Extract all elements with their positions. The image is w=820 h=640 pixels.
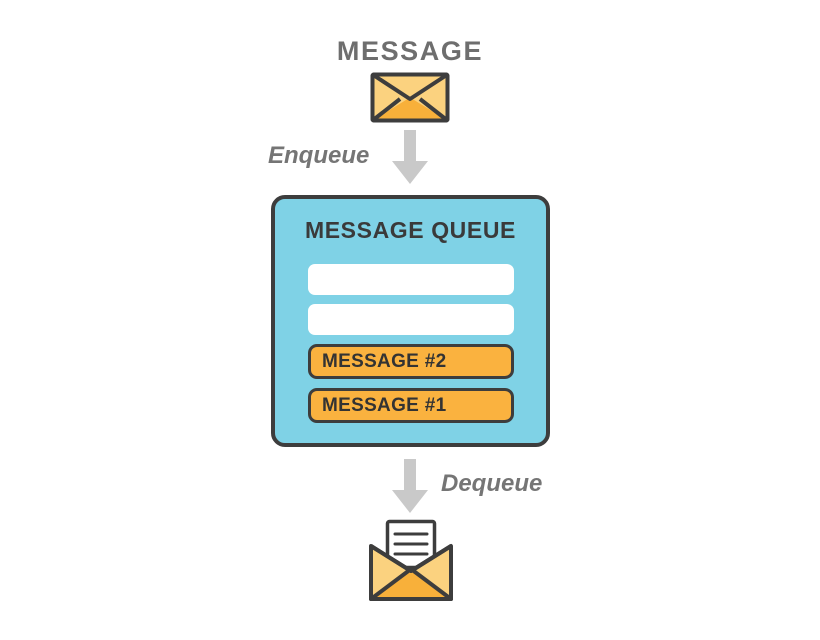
queue-slot-message-2[interactable]: MESSAGE #2	[308, 344, 514, 379]
down-arrow-icon-dequeue	[392, 459, 428, 513]
queue-slot-list: MESSAGE #2 MESSAGE #1	[308, 264, 514, 432]
queue-slot-label: MESSAGE #2	[322, 350, 447, 372]
down-arrow-icon-enqueue	[392, 130, 428, 184]
message-queue-box: MESSAGE QUEUE MESSAGE #2 MESSAGE #1	[271, 195, 550, 447]
queue-title: MESSAGE QUEUE	[304, 217, 516, 243]
page-title: MESSAGE	[336, 36, 484, 66]
queue-slot-message-1[interactable]: MESSAGE #1	[308, 388, 514, 423]
dequeue-label: Dequeue	[441, 470, 543, 497]
queue-slot-empty[interactable]	[308, 304, 514, 335]
queue-slot-empty[interactable]	[308, 264, 514, 295]
closed-envelope-icon	[370, 72, 450, 123]
open-envelope-with-letter-icon	[368, 519, 454, 603]
queue-slot-label: MESSAGE #1	[322, 394, 447, 416]
enqueue-label: Enqueue	[268, 142, 370, 169]
